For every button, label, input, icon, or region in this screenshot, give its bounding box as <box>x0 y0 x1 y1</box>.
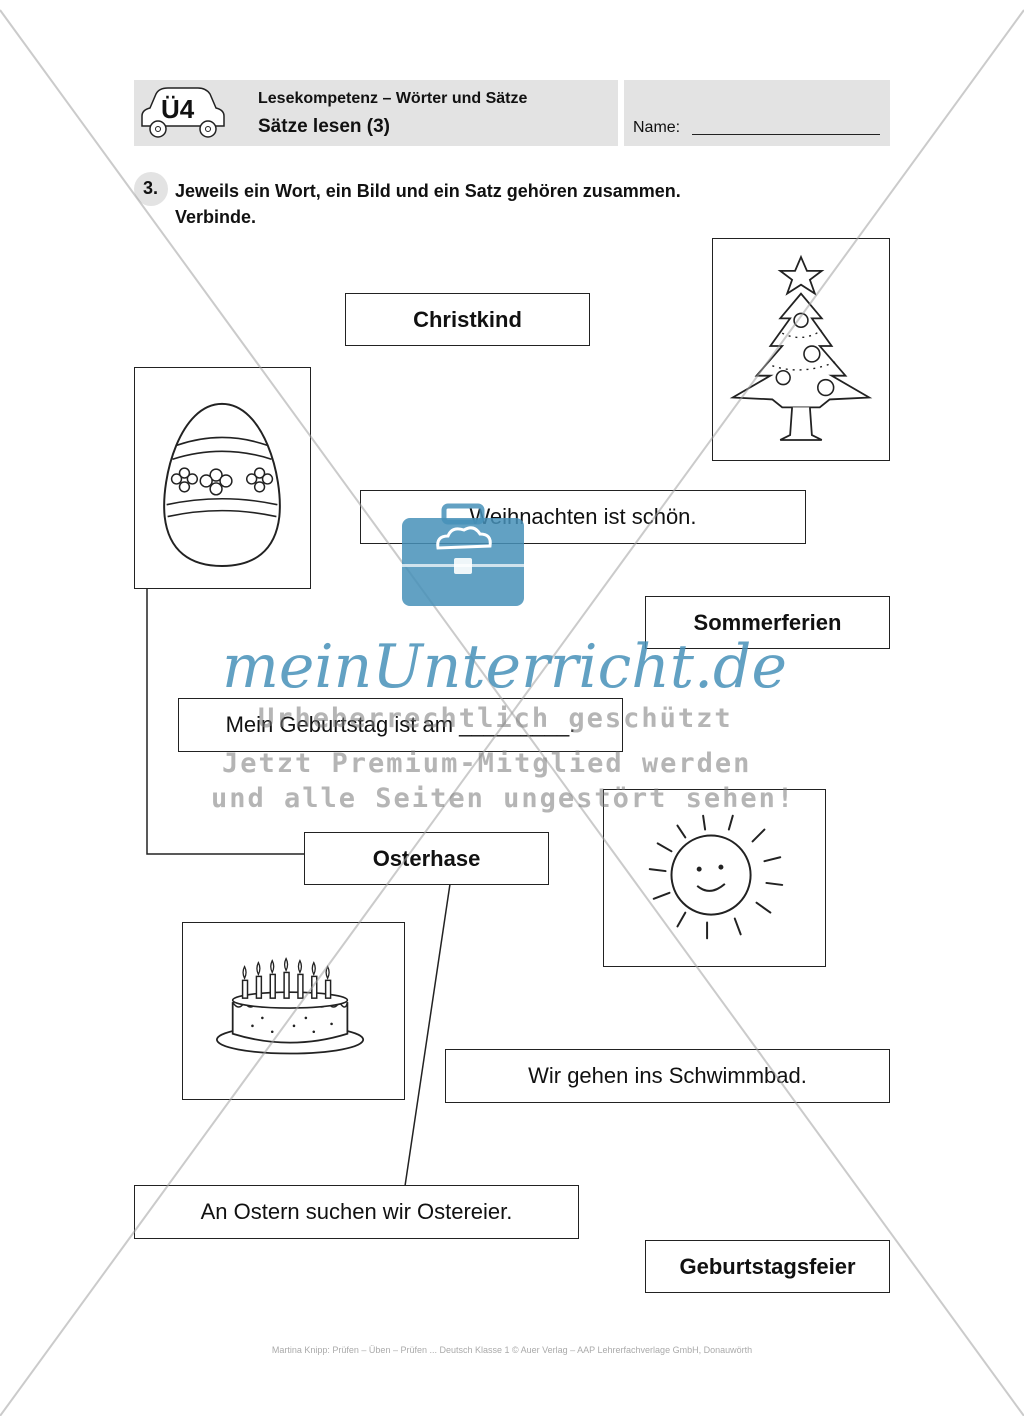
connection-osterhase-ostern <box>404 883 451 1187</box>
watermark-line-1: Urheberrechtlich geschützt <box>258 703 733 734</box>
word-geburtstagsfeier[interactable]: Geburtstagsfeier <box>645 1240 890 1293</box>
sentence-ostern[interactable]: An Ostern suchen wir Ostereier. <box>134 1185 579 1239</box>
christmas-tree-icon <box>729 254 873 441</box>
picture-easter-egg[interactable] <box>134 367 311 589</box>
birthday-cake-icon <box>215 957 365 1055</box>
picture-sun[interactable] <box>603 789 826 967</box>
watermark-line-2: Jetzt Premium-Mitglied werden <box>222 748 752 779</box>
picture-christmas-tree[interactable] <box>712 238 890 461</box>
watermark-line-3: und alle Seiten ungestört sehen! <box>211 783 796 814</box>
watermark-brand: meinUnterricht.de <box>222 632 787 702</box>
word-christkind[interactable]: Christkind <box>345 293 590 346</box>
briefcase-cloud-icon <box>398 500 528 610</box>
sentence-schwimmbad[interactable]: Wir gehen ins Schwimmbad. <box>445 1049 890 1103</box>
word-osterhase[interactable]: Osterhase <box>304 832 549 885</box>
picture-birthday-cake[interactable] <box>182 922 405 1100</box>
sun-icon <box>648 814 784 940</box>
footer-copyright: Martina Knipp: Prüfen – Üben – Prüfen ..… <box>271 1345 753 1355</box>
easter-egg-icon <box>163 402 281 567</box>
